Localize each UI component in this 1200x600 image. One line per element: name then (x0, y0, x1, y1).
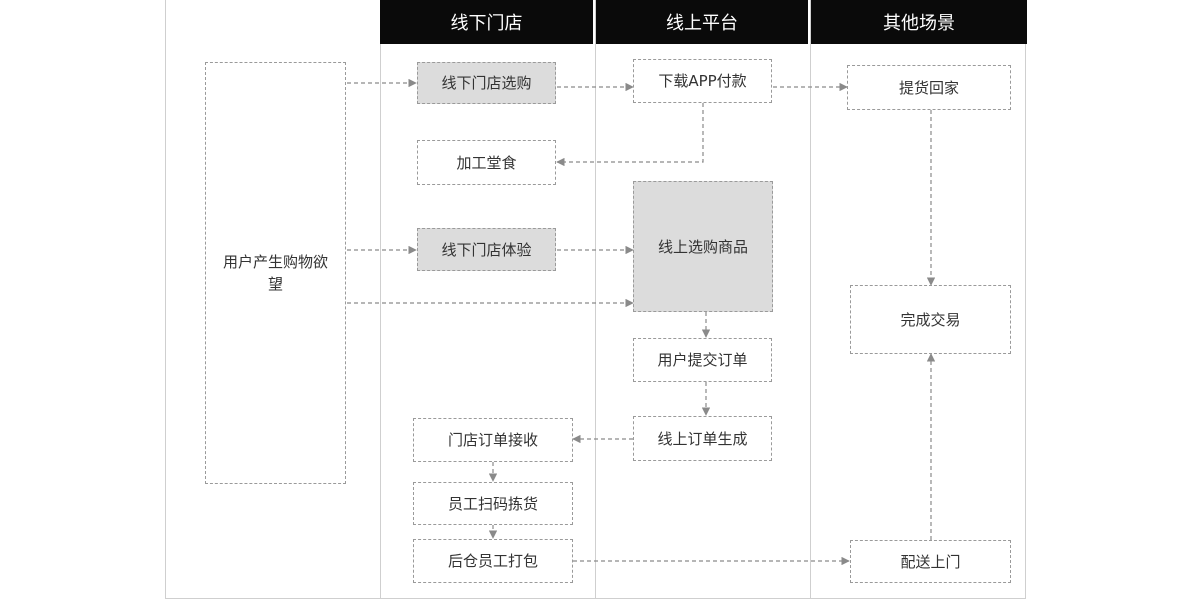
node-store-receive: 门店订单接收 (413, 418, 573, 462)
node-dine-in: 加工堂食 (417, 140, 556, 185)
node-deliver: 配送上门 (850, 540, 1011, 583)
lane-divider-offline (380, 0, 381, 598)
edge-download-pay-to-dine-in (556, 103, 704, 167)
node-pickup: 提货回家 (847, 65, 1011, 110)
node-pack: 后仓员工打包 (413, 539, 573, 583)
node-online-shop: 线上选购商品 (633, 181, 773, 312)
lane-header-online: 线上平台 (596, 0, 808, 44)
diagram-frame (165, 0, 1026, 599)
node-order-created: 线上订单生成 (633, 416, 772, 461)
lane-divider-right (1025, 0, 1026, 598)
node-offline-experience: 线下门店体验 (417, 228, 556, 271)
lane-header-offline: 线下门店 (380, 0, 593, 44)
node-staff-pick: 员工扫码拣货 (413, 482, 573, 525)
node-shopping-desire: 用户产生购物欲望 (205, 62, 346, 484)
lane-divider-other (810, 0, 811, 598)
lane-header-other: 其他场景 (811, 0, 1027, 44)
lane-divider-online (595, 0, 596, 598)
node-offline-shop: 线下门店选购 (417, 62, 556, 104)
node-complete-transaction: 完成交易 (850, 285, 1011, 354)
node-download-pay: 下载APP付款 (633, 59, 772, 103)
node-submit-order: 用户提交订单 (633, 338, 772, 382)
